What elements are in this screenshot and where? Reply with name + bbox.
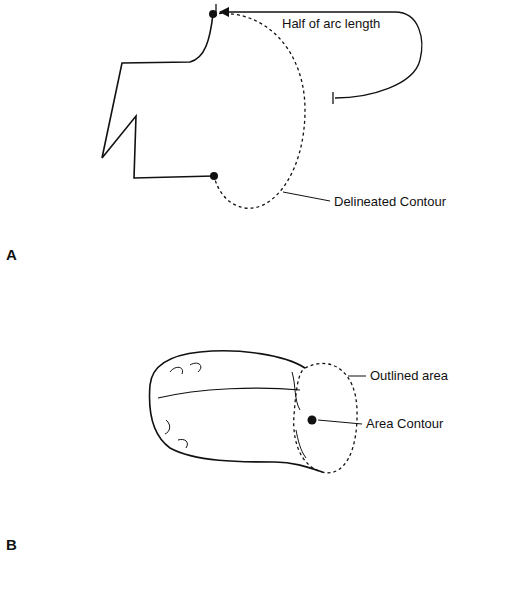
leader-line: [318, 420, 362, 424]
area-dot: [308, 416, 317, 425]
end-dot: [210, 172, 218, 180]
panel-letter: B: [6, 537, 17, 554]
leader-line: [348, 376, 366, 377]
ridge-line: [158, 388, 300, 398]
figure-outline: [150, 351, 322, 472]
callout-label: Outlined area: [370, 369, 448, 383]
section-outline: [102, 14, 214, 178]
leader-line: [283, 192, 330, 201]
dashed-contour: [213, 13, 305, 208]
dimension-label: Half of arc length: [282, 17, 380, 31]
arc-arrow: [220, 11, 395, 12]
surface-detail: [165, 363, 306, 458]
panel-letter: A: [6, 247, 17, 264]
callout-label: Delineated Contour: [334, 195, 446, 209]
tick-mark: [332, 92, 333, 104]
tick-mark: [215, 4, 216, 16]
callout-label: Area Contour: [366, 417, 443, 431]
outlined-area: [294, 363, 357, 472]
